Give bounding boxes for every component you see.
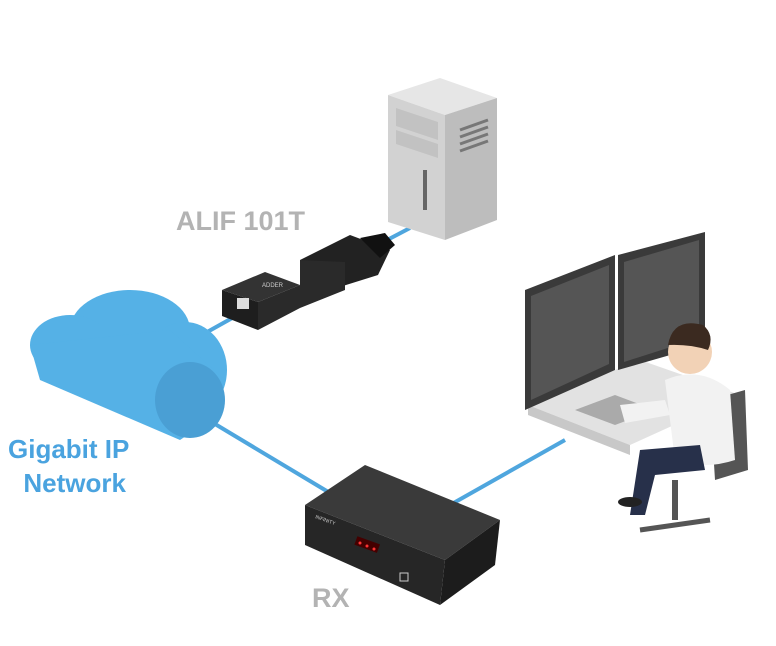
network-links — [199, 226, 566, 507]
cloud-icon — [30, 290, 227, 440]
transmitter-label: ALIF 101T — [176, 206, 306, 236]
network-label-line2: Network — [23, 468, 126, 498]
link-cloud-rx — [203, 416, 332, 495]
pc-tower — [388, 78, 497, 240]
network-label-line1: Gigabit IP — [8, 434, 130, 464]
rx-device: INFINITY — [305, 465, 500, 605]
alif-101t-device: ADDER — [222, 233, 395, 330]
network-label: Gigabit IP Network — [8, 432, 129, 500]
workstation — [525, 232, 748, 533]
ethernet-port — [237, 298, 249, 309]
link-rx-workstation — [449, 438, 566, 507]
svg-text:ADDER: ADDER — [262, 283, 284, 289]
receiver-label: RX — [312, 583, 350, 613]
